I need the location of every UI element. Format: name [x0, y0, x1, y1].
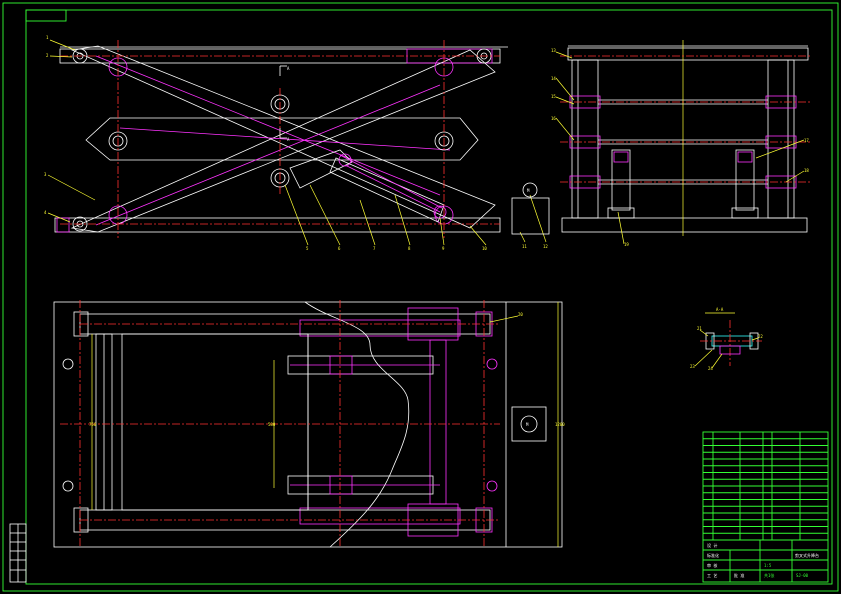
part-label-6: 6 — [338, 246, 341, 251]
part-label-3: 3 — [44, 172, 47, 177]
side-view: 13 14 15 16 17 18 19 — [551, 40, 810, 247]
part-label-24: 24 — [708, 366, 713, 371]
part-label-12: 12 — [543, 244, 548, 249]
drawing-name: 剪叉式升降台 — [795, 552, 819, 558]
motor-symbol-plan: M — [526, 422, 529, 427]
part-label-8: 8 — [408, 246, 411, 251]
part-label-18: 18 — [804, 168, 809, 173]
part-label-23: 23 — [690, 364, 695, 369]
part-label-13: 13 — [551, 48, 556, 53]
title-label-design: 设 计 — [707, 542, 717, 548]
part-label-20: 20 — [518, 312, 523, 317]
title-block: 设 计 标准化 审 核 工 艺 批 准 剪叉式升降台 1:5 共1张 SJ-00 — [702, 539, 829, 583]
part-label-16: 16 — [551, 116, 556, 121]
front-view: A A 1 2 3 4 5 6 7 8 9 10 11 12 — [44, 35, 548, 251]
section-detail: A-A 21 22 23 24 — [690, 307, 763, 371]
drawing-sheet-count: 共1张 — [764, 572, 774, 578]
part-label-22: 22 — [758, 334, 763, 339]
plan-dim-left: 750 — [89, 422, 97, 427]
title-label-approve: 批 准 — [734, 572, 744, 578]
plan-dim-right: 1200 — [555, 422, 565, 427]
part-label-2: 2 — [46, 53, 49, 58]
parts-list — [702, 431, 829, 541]
drawing-code: SJ-00 — [796, 573, 809, 578]
parts-list-rows — [703, 438, 828, 534]
part-label-5: 5 — [306, 246, 309, 251]
part-label-17: 17 — [804, 138, 809, 143]
part-label-19: 19 — [624, 242, 629, 247]
motor-unit-front: M — [511, 182, 550, 235]
part-label-14: 14 — [551, 76, 556, 81]
part-label-9: 9 — [442, 246, 445, 251]
plan-view: 750 580 1200 20 M — [53, 300, 565, 548]
section-mark-bottom: A — [287, 137, 290, 142]
revision-strip — [9, 523, 27, 583]
part-label-15: 15 — [551, 94, 556, 99]
section-title: A-A — [716, 307, 724, 312]
title-label-process: 工 艺 — [707, 573, 717, 578]
part-label-1: 1 — [46, 35, 49, 40]
part-label-11: 11 — [522, 244, 527, 249]
section-mark-top: A — [287, 66, 290, 71]
plan-dim-center: 580 — [268, 422, 276, 427]
motor-symbol-front: M — [527, 188, 530, 193]
title-label-standard: 标准化 — [707, 552, 719, 558]
part-label-10: 10 — [482, 246, 487, 251]
part-label-4: 4 — [44, 210, 47, 215]
title-label-review: 审 核 — [707, 562, 717, 568]
drawing-scale: 1:5 — [764, 563, 772, 568]
part-label-21: 21 — [697, 326, 702, 331]
part-label-7: 7 — [373, 246, 376, 251]
